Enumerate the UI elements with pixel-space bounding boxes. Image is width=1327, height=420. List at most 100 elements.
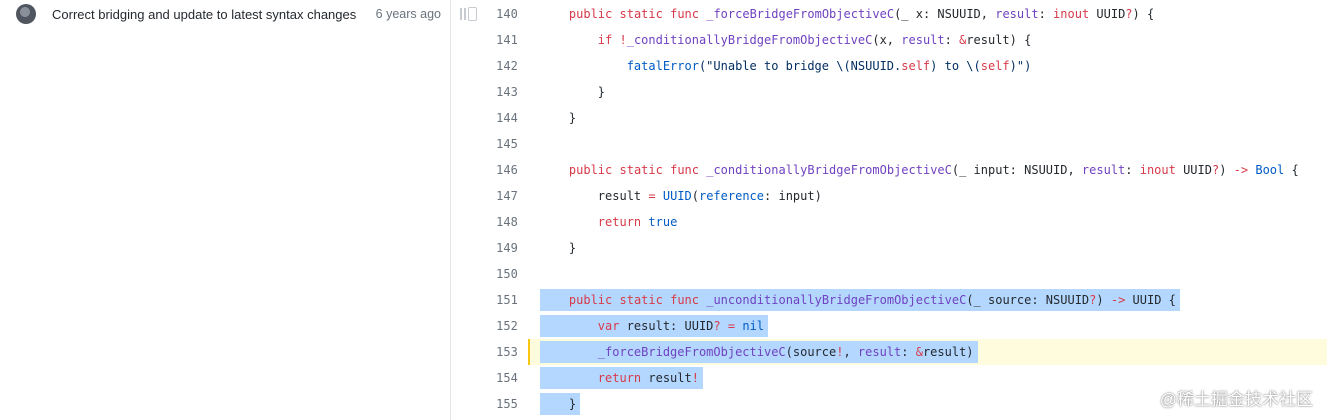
code-line[interactable]: _forceBridgeFromObjectiveC(source!, resu… <box>540 339 974 365</box>
code-token: var <box>597 319 620 333</box>
watermark: @稀土掘金技术社区 <box>1159 390 1313 409</box>
code-token: inout <box>1053 7 1090 21</box>
code-line[interactable]: result = UUID(reference: input) <box>540 183 822 209</box>
code-line[interactable]: } <box>540 79 605 105</box>
text-selection <box>540 341 978 363</box>
code-token: return <box>597 215 642 229</box>
code-row: 144 } <box>482 105 1327 131</box>
code-token: reference <box>698 189 765 203</box>
code-token: ? <box>1125 7 1133 21</box>
code-token: static <box>619 293 663 307</box>
code-token: ) <box>1096 293 1111 307</box>
code-token: UUID { <box>1125 293 1176 307</box>
code-token <box>540 293 569 307</box>
code-token: result <box>901 33 945 47</box>
line-number[interactable]: 146 <box>496 163 518 177</box>
code-line[interactable]: public static func _unconditionallyBridg… <box>540 287 1176 313</box>
code-token: (x, <box>872 33 902 47</box>
avatar[interactable] <box>16 4 36 24</box>
code-line[interactable]: } <box>540 391 576 417</box>
line-number[interactable]: 151 <box>496 293 518 307</box>
line-number[interactable]: 143 <box>496 85 518 99</box>
code-token: func <box>670 7 699 21</box>
code-token: result) <box>922 345 974 359</box>
code-token: inout <box>1139 163 1176 177</box>
code-line[interactable]: } <box>540 235 576 261</box>
code-line[interactable]: public static func _conditionallyBridgeF… <box>540 157 1299 183</box>
code-row: 141 if !_conditionallyBridgeFromObjectiv… <box>482 27 1327 53</box>
code-token: Bool <box>1255 163 1285 177</box>
code-token: ? <box>1211 163 1220 177</box>
code-token: true <box>648 215 678 229</box>
code-token: public <box>568 7 613 21</box>
code-row: 151 public static func _unconditionallyB… <box>482 287 1327 313</box>
code-line[interactable]: } <box>540 105 576 131</box>
code-token: (source <box>785 345 837 359</box>
line-number[interactable]: 152 <box>496 319 518 333</box>
text-selection <box>540 367 703 389</box>
line-number[interactable]: 153 <box>496 345 518 359</box>
code-token <box>612 7 619 21</box>
code-token <box>721 319 728 333</box>
code-token: (_ input: NSUUID, <box>951 163 1082 177</box>
code-line[interactable]: if !_conditionallyBridgeFromObjectiveC(x… <box>540 27 1032 53</box>
code-token: -> <box>1233 163 1249 177</box>
code-token: _forceBridgeFromObjectiveC <box>597 345 786 359</box>
code-row: 153 _forceBridgeFromObjectiveC(source!, … <box>482 339 1327 365</box>
line-number[interactable]: 140 <box>496 7 518 21</box>
blame-commit[interactable]: Correct bridging and update to latest sy… <box>0 0 450 28</box>
line-number[interactable]: 154 <box>496 371 518 385</box>
code-line[interactable]: var result: UUID? = nil <box>540 313 764 339</box>
code-token: _forceBridgeFromObjectiveC <box>706 7 895 21</box>
code-token: public <box>568 163 613 177</box>
code-token: ) { <box>1132 7 1155 21</box>
code-token: (_ x: NSUUID, <box>894 7 996 21</box>
line-number[interactable]: 142 <box>496 59 518 73</box>
code-row: 150 <box>482 261 1327 287</box>
code-row: 154 return result! <box>482 365 1327 391</box>
code-token: result: UUID <box>619 319 714 333</box>
code-token: ( <box>691 189 699 203</box>
code-row: 149 } <box>482 235 1327 261</box>
code-row: 143 } <box>482 79 1327 105</box>
code-token: result <box>995 7 1039 21</box>
code-token: _conditionallyBridgeFromObjectiveC <box>626 33 873 47</box>
line-number[interactable]: 145 <box>496 137 518 151</box>
line-number[interactable]: 147 <box>496 189 518 203</box>
code-token: func <box>670 293 699 307</box>
line-number[interactable]: 141 <box>496 33 518 47</box>
code-line[interactable]: return result! <box>540 365 699 391</box>
code-line[interactable]: fatalError("Unable to bridge \(NSUUID.se… <box>540 53 1032 79</box>
reblame-icon[interactable] <box>460 7 477 21</box>
line-number[interactable]: 155 <box>496 397 518 411</box>
code-token: & <box>915 345 923 359</box>
line-number[interactable]: 150 <box>496 267 518 281</box>
code-token: } <box>540 397 577 411</box>
code-token <box>612 293 619 307</box>
code-token: ) <box>1219 163 1234 177</box>
code-token: ! <box>691 371 699 385</box>
code-token: result) { <box>966 33 1032 47</box>
code-view: 140 public static func _forceBridgeFromO… <box>482 0 1327 420</box>
line-number[interactable]: 148 <box>496 215 518 229</box>
line-number[interactable]: 149 <box>496 241 518 255</box>
code-line[interactable]: public static func _forceBridgeFromObjec… <box>540 1 1154 27</box>
code-token <box>540 371 598 385</box>
code-line[interactable]: return true <box>540 209 678 235</box>
code-row: 152 var result: UUID? = nil <box>482 313 1327 339</box>
code-token: static <box>619 163 663 177</box>
code-token <box>540 319 598 333</box>
line-number[interactable]: 144 <box>496 111 518 125</box>
code-token: ) to \( <box>930 59 981 73</box>
code-token: } <box>540 111 577 125</box>
code-token <box>656 189 663 203</box>
code-token <box>540 215 598 229</box>
code-token: UUID <box>1089 7 1126 21</box>
code-token: _conditionallyBridgeFromObjectiveC <box>706 163 952 177</box>
code-token: , <box>843 345 858 359</box>
commit-message-link[interactable]: Correct bridging and update to latest sy… <box>52 7 357 22</box>
code-token: UUID <box>662 189 692 203</box>
code-token: _unconditionallyBridgeFromObjectiveC <box>706 293 967 307</box>
code-token <box>540 59 627 73</box>
code-token <box>540 163 569 177</box>
